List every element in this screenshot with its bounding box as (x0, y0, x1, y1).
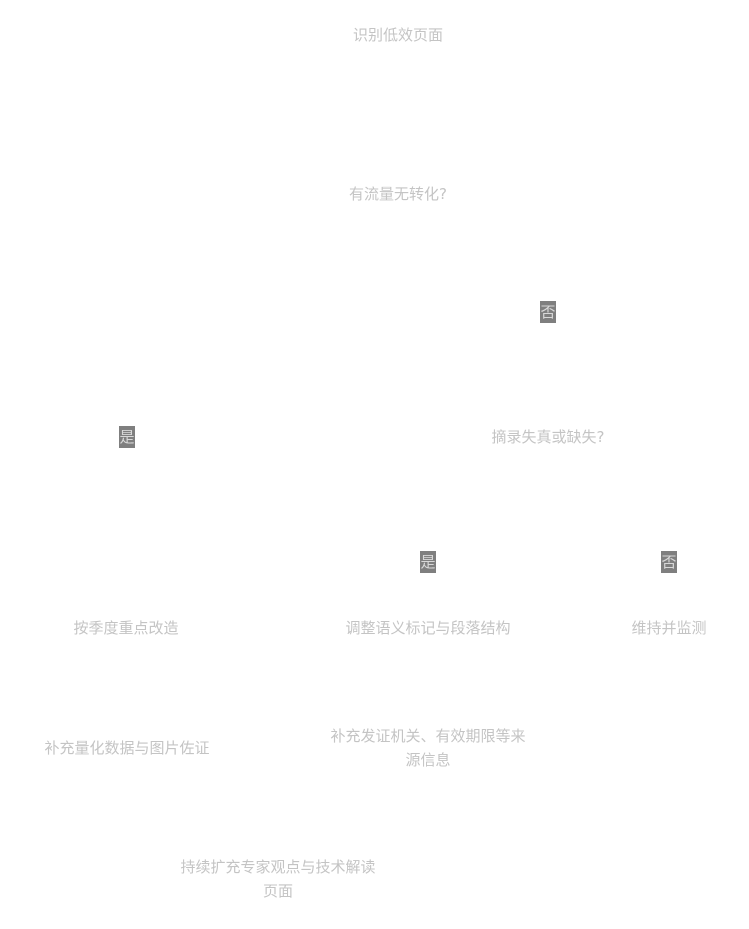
node-quarterly-revamp: 按季度重点改造 (73, 619, 179, 637)
edge-label-traffic-yes: 是 (119, 426, 135, 448)
node-add-quantitative-data: 补充量化数据与图片佐证 (44, 739, 210, 757)
decision-traffic-no-conversion: 有流量无转化? (349, 185, 447, 203)
decision-excerpt-distorted: 摘录失真或缺失? (491, 428, 605, 446)
node-adjust-semantic-markup: 调整语义标记与段落结构 (345, 619, 511, 637)
edge-label-excerpt-yes: 是 (420, 551, 436, 573)
node-identify-low-efficiency-pages: 识别低效页面 (352, 26, 443, 44)
node-add-source-info: 补充发证机关、有效期限等来源信息 (330, 727, 526, 769)
node-expand-expert-content: 持续扩充专家观点与技术解读页面 (180, 858, 376, 900)
edge-label-traffic-no: 否 (540, 301, 556, 323)
edge-label-excerpt-no: 否 (661, 551, 677, 573)
node-maintain-monitor: 维持并监测 (631, 619, 707, 637)
